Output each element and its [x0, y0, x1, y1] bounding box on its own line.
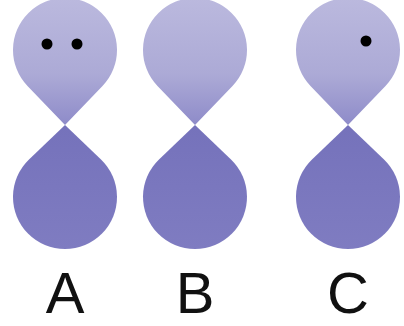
orbital-b [143, 0, 247, 249]
upper-lobe [143, 0, 247, 125]
electron-dot [72, 39, 83, 50]
orbital-c [296, 0, 400, 249]
lower-lobe [296, 125, 400, 249]
orbital-label: C [327, 264, 369, 322]
electron-dot [42, 39, 53, 50]
orbital-a [13, 0, 117, 249]
upper-lobe [296, 0, 400, 125]
electron-dot [361, 36, 372, 47]
orbital-label: A [46, 264, 85, 322]
upper-lobe [13, 0, 117, 125]
orbital-label: B [176, 264, 215, 322]
lower-lobe [13, 125, 117, 249]
lower-lobe [143, 125, 247, 249]
